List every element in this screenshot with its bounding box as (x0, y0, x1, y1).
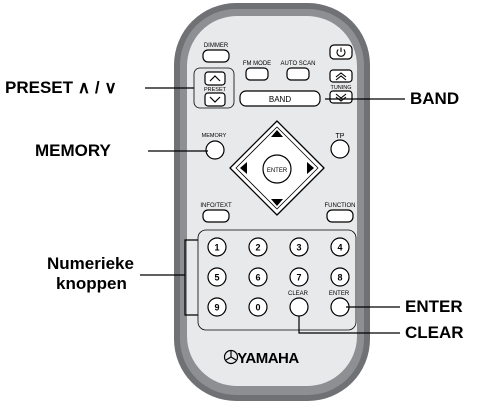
enter-button-label: ENTER (329, 291, 350, 297)
callout-band: BAND (410, 89, 460, 108)
tuning-down-icon (335, 93, 347, 102)
preset-down-button[interactable] (204, 92, 226, 107)
number-button-8[interactable] (330, 267, 350, 287)
tuning-up-icon (335, 72, 347, 81)
callout-preset: PRESET ∧ / ∨ (5, 78, 117, 97)
preset-up-button[interactable] (204, 71, 226, 86)
tuning-down-button[interactable] (329, 90, 353, 104)
dimmer-label: DIMMER (204, 43, 229, 49)
numeric-keypad: 1 2 3 4 5 6 7 8 9 0 (207, 237, 350, 317)
number-button-1[interactable] (207, 237, 227, 257)
right-arrow-icon[interactable] (307, 162, 314, 174)
memory-button[interactable] (205, 140, 225, 160)
enter-center-label: ENTER (267, 168, 288, 174)
number-label-1: 1 (214, 243, 219, 253)
auto-scan-label: AUTO SCAN (281, 61, 316, 67)
auto-scan-button[interactable] (286, 67, 310, 81)
callout-numeric-line1: Numerieke (47, 254, 134, 273)
info-text-label: INFO/TEXT (200, 203, 232, 209)
number-label-0: 0 (255, 303, 260, 313)
number-label-6: 6 (255, 273, 260, 283)
number-label-4: 4 (337, 243, 342, 253)
number-label-2: 2 (255, 243, 260, 253)
number-label-3: 3 (296, 243, 301, 253)
enter-center-button[interactable] (262, 154, 292, 184)
left-arrow-icon[interactable] (240, 162, 247, 174)
function-label: FUNCTION (325, 203, 356, 209)
number-button-9[interactable] (207, 297, 227, 317)
callout-lines (140, 87, 405, 334)
preset-up-icon (209, 75, 221, 82)
preset-down-icon (209, 96, 221, 103)
number-label-9: 9 (214, 303, 219, 313)
preset-label: PRESET (204, 87, 227, 93)
number-button-3[interactable] (289, 237, 309, 257)
dimmer-button[interactable] (202, 49, 230, 63)
fm-mode-label: FM MODE (243, 61, 271, 67)
tuning-label: TUNING (330, 85, 351, 91)
number-button-7[interactable] (289, 267, 309, 287)
callout-clear: CLEAR (405, 323, 464, 342)
numeric-group (197, 229, 357, 331)
fm-mode-button[interactable] (245, 67, 269, 81)
yamaha-logo-icon (223, 349, 239, 365)
memory-button-label: MEMORY (202, 133, 227, 139)
brand-name: YAMAHA (237, 350, 299, 367)
clear-button-label: CLEAR (288, 291, 309, 297)
function-button[interactable] (326, 209, 354, 223)
power-icon (336, 47, 346, 57)
callout-numeric-line2: knoppen (56, 274, 127, 293)
callout-enter: ENTER (405, 297, 463, 316)
up-arrow-icon[interactable] (271, 130, 283, 137)
callout-memory: MEMORY (35, 141, 111, 160)
dpad-inner (235, 126, 319, 210)
number-button-0[interactable] (248, 297, 268, 317)
tp-button[interactable] (330, 139, 350, 159)
info-text-button[interactable] (202, 209, 230, 223)
clear-button[interactable] (289, 297, 309, 317)
number-button-5[interactable] (207, 267, 227, 287)
tp-label: TP (336, 133, 345, 140)
number-button-4[interactable] (330, 237, 350, 257)
down-arrow-icon[interactable] (271, 199, 283, 206)
number-label-7: 7 (296, 273, 301, 283)
number-label-5: 5 (214, 273, 219, 283)
number-button-2[interactable] (248, 237, 268, 257)
number-button-6[interactable] (248, 267, 268, 287)
band-button[interactable] (239, 90, 321, 107)
number-label-8: 8 (337, 273, 342, 283)
band-button-label: BAND (269, 95, 291, 104)
